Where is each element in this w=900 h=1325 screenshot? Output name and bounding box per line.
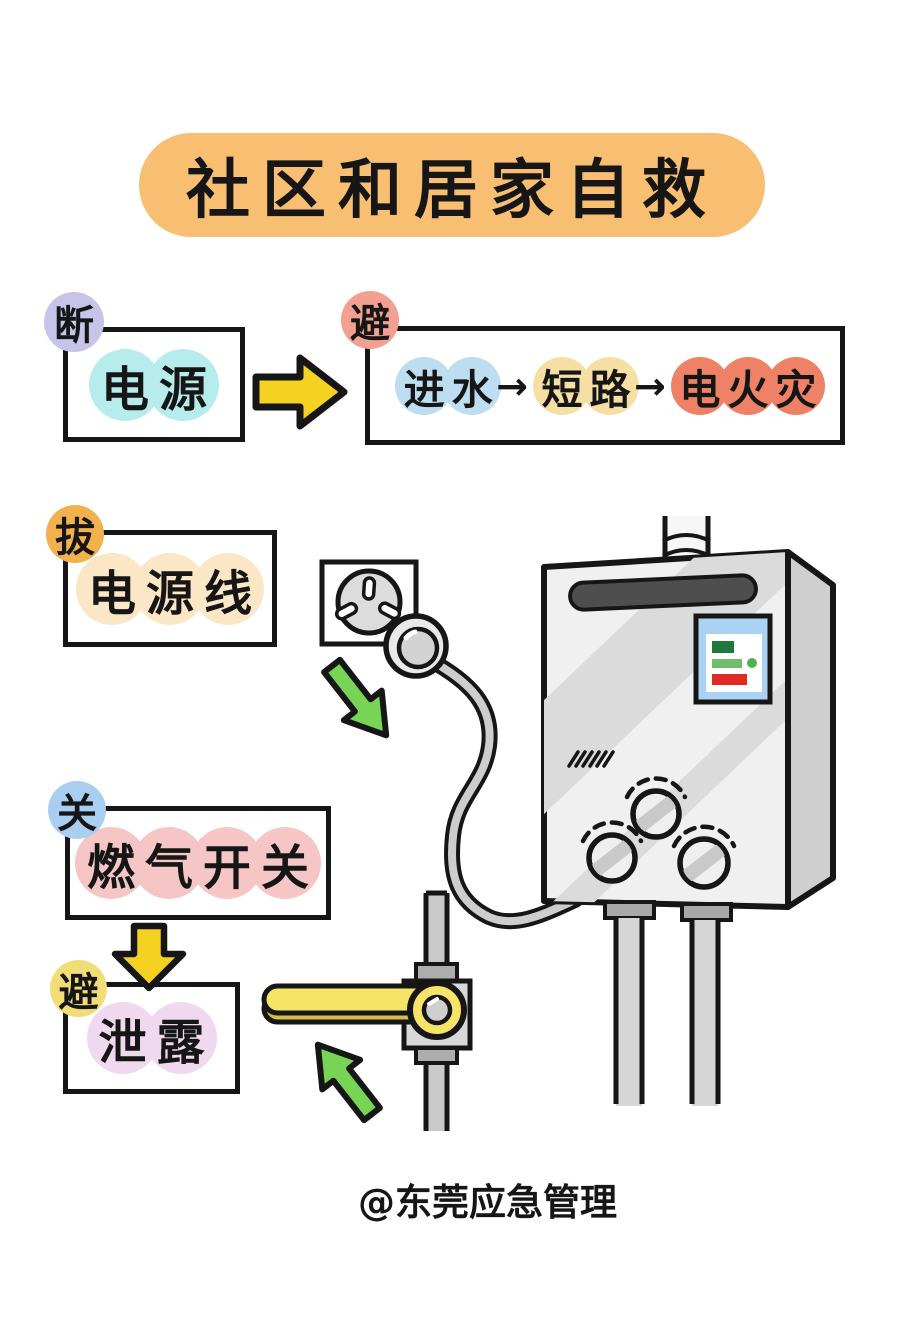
valve-handle <box>261 980 467 1040</box>
char-bubble: 水 <box>443 356 502 415</box>
step-word-leak: 泄露 <box>86 1002 217 1074</box>
water-pipes <box>603 900 733 1106</box>
char-bubble: 关 <box>249 827 321 899</box>
step-word-gas-switch: 燃气开关 <box>75 827 321 899</box>
gas-pipe <box>426 893 447 1131</box>
char-bubble: 露 <box>144 1002 217 1074</box>
step-badge-cut-power: 断 <box>44 292 104 352</box>
gas-valve-illustration <box>261 890 473 1131</box>
char-bubble: 灾 <box>766 356 825 415</box>
chain-word-short-circuit: 短路 <box>533 356 639 415</box>
char-bubble: 源 <box>134 552 206 625</box>
flow-arrow-down-icon <box>111 922 187 992</box>
valve-direction-arrow-icon <box>314 1041 383 1124</box>
vent-slot <box>568 573 758 612</box>
flow-arrow-right-icon <box>252 354 348 430</box>
step-badge-close-gas: 关 <box>48 781 106 839</box>
pull-direction-arrow-icon <box>321 656 390 739</box>
step-word-power-cord: 电源线 <box>76 552 264 625</box>
char-bubble: 路 <box>581 356 639 415</box>
step-box-fire-chain: 进水 → 短路 → 电火灾 <box>365 326 845 445</box>
chain-arrow: → <box>634 363 666 408</box>
chain-word-electric-fire: 电火灾 <box>670 356 825 415</box>
credit-text: @东莞应急管理 <box>358 1181 617 1224</box>
char-bubble: 线 <box>192 552 264 625</box>
step-box-gas-switch: 燃气开关 <box>65 806 331 920</box>
speed-marks <box>567 750 615 768</box>
power-cable <box>422 652 583 930</box>
step-badge-avoid-fire: 避 <box>341 291 399 349</box>
chain-word-water-in: 进水 <box>395 356 502 415</box>
page-title: 社区和居家自救 <box>186 154 718 228</box>
display-panel <box>693 613 773 705</box>
char-bubble: 源 <box>147 348 219 421</box>
step-box-power-cord: 电源线 <box>63 530 277 647</box>
water-heater-illustration <box>541 516 836 1106</box>
control-knob <box>624 776 688 840</box>
power-plug-icon <box>383 613 449 679</box>
wall-socket-icon <box>319 559 419 647</box>
exhaust-pipe-icon <box>662 516 711 566</box>
char-bubble: 电 <box>76 552 148 625</box>
char-bubble: 电 <box>89 348 161 421</box>
step-box-leak: 泄露 <box>63 982 240 1094</box>
title-banner: 社区和居家自救 <box>139 133 765 237</box>
step-word-power: 电源 <box>89 348 219 421</box>
control-knob <box>580 820 644 884</box>
step-badge-unplug: 拔 <box>46 505 104 563</box>
step-box-power: 电源 <box>63 327 245 442</box>
step-badge-avoid-leak: 避 <box>50 960 107 1017</box>
control-knob <box>671 824 737 890</box>
chain-arrow: → <box>496 363 528 408</box>
